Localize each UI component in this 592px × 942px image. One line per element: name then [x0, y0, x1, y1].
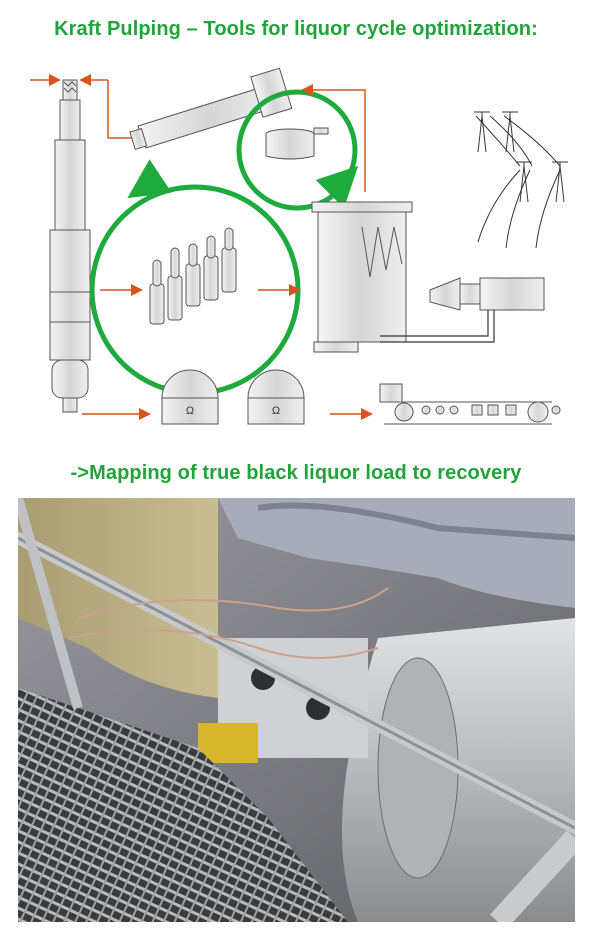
- svg-text:Ω: Ω: [186, 405, 194, 417]
- inner-cycle: [236, 89, 358, 211]
- digester-icon: [49, 79, 91, 413]
- conveyor-icon: [129, 67, 293, 150]
- plant-piping-photo: [18, 498, 575, 922]
- liquor-cycle-diagram: Ω Ω: [30, 67, 568, 425]
- drums-icon: Ω Ω: [161, 369, 305, 425]
- svg-text:Ω: Ω: [272, 405, 280, 417]
- paper-machine-icon: [379, 383, 561, 425]
- tank-icon: [311, 201, 413, 353]
- cycle-arrow-icon: [127, 159, 172, 199]
- turbine-icon: [429, 277, 545, 311]
- page-title: Kraft Pulping – Tools for liquor cycle o…: [54, 18, 538, 40]
- cycle-arrow-icon: [315, 165, 359, 209]
- washer-icon: [265, 127, 329, 160]
- section-subtitle: ->Mapping of true black liquor load to r…: [70, 462, 522, 484]
- power-lines-icon: [474, 111, 568, 249]
- evaporators-icon: [149, 227, 237, 325]
